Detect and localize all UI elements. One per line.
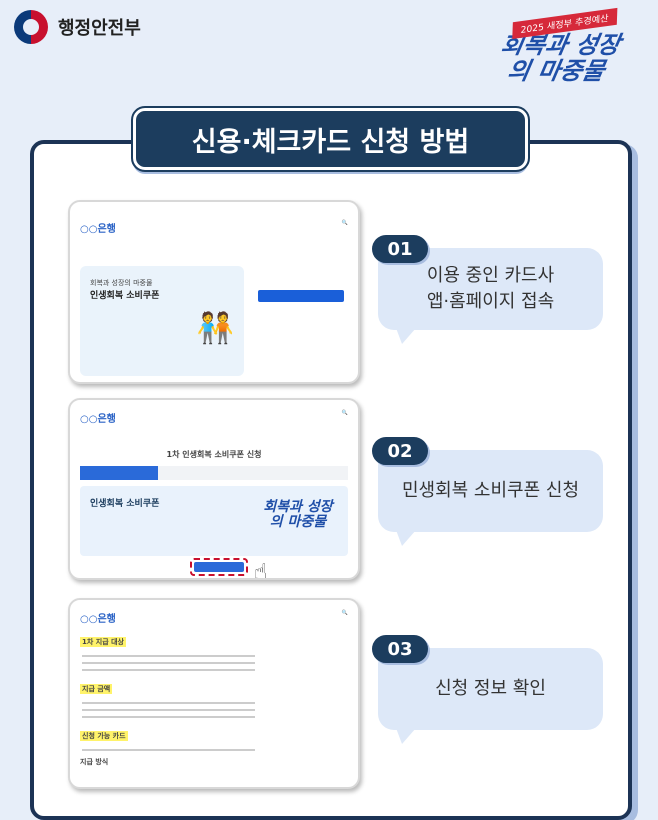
screenshot-bank-home: ○○은행 🔍 회복과 성장의 마중물 인생회복 소비쿠폰 🧑‍🤝‍🧑: [68, 200, 360, 384]
search-icon: 🔍: [341, 410, 348, 416]
step-badge-1: 01: [372, 235, 428, 263]
screenshot-coupon-info: ○○은행 🔍 1차 지급 대상 지급 금액 신청 가능 카드 지급 방식: [68, 598, 360, 789]
section-heading: 지급 금액: [80, 684, 113, 694]
apply-page-title: 1차 인생회복 소비쿠폰 신청: [166, 450, 262, 459]
ministry-name: 행정안전부: [58, 18, 141, 39]
bank-logo: ○○은행: [80, 414, 116, 425]
section-heading: 1차 지급 대상: [80, 637, 126, 647]
slogan-logo: 2025 새정부 추경예산 회복과 성장의 마중물: [484, 7, 637, 85]
progress-steps: [80, 466, 348, 480]
banner-slogan: 회복과 성장의 마중물: [263, 499, 333, 530]
slogan-text: 회복과 성장의 마중물: [498, 31, 623, 85]
page-title: 신용·체크카드 신청 방법: [131, 106, 530, 172]
pointer-hand-icon: ☝: [254, 560, 268, 580]
ministry-logo: 행정안전부: [14, 10, 141, 44]
screenshot-coupon-apply: ○○은행 🔍 1차 인생회복 소비쿠폰 신청 인생회복 소비쿠폰 회복과 성장의 …: [68, 398, 360, 580]
search-icon: 🔍: [341, 610, 348, 616]
people-illustration-icon: 🧑‍🤝‍🧑: [196, 311, 234, 346]
login-panel: [252, 266, 350, 376]
step-badge-2: 02: [372, 437, 428, 465]
apply-button-highlight: [190, 558, 248, 576]
section-heading: 신청 가능 카드: [80, 731, 128, 741]
coupon-banner: 인생회복 소비쿠폰 회복과 성장의 마중물: [80, 486, 348, 556]
bank-logo: ○○은행: [80, 224, 116, 235]
hero-subtitle: 회복과 성장의 마중물: [90, 279, 153, 287]
bank-logo: ○○은행: [80, 614, 116, 625]
banner-title: 인생회복 소비쿠폰: [90, 499, 160, 509]
hero-title: 인생회복 소비쿠폰: [90, 291, 160, 301]
taegeuk-emblem-icon: [14, 10, 48, 44]
hero-banner: 회복과 성장의 마중물 인생회복 소비쿠폰 🧑‍🤝‍🧑: [80, 266, 244, 376]
step-badge-3: 03: [372, 635, 428, 663]
search-icon: 🔍: [341, 220, 348, 226]
login-button: [258, 290, 344, 302]
section-heading: 지급 방식: [80, 758, 109, 766]
